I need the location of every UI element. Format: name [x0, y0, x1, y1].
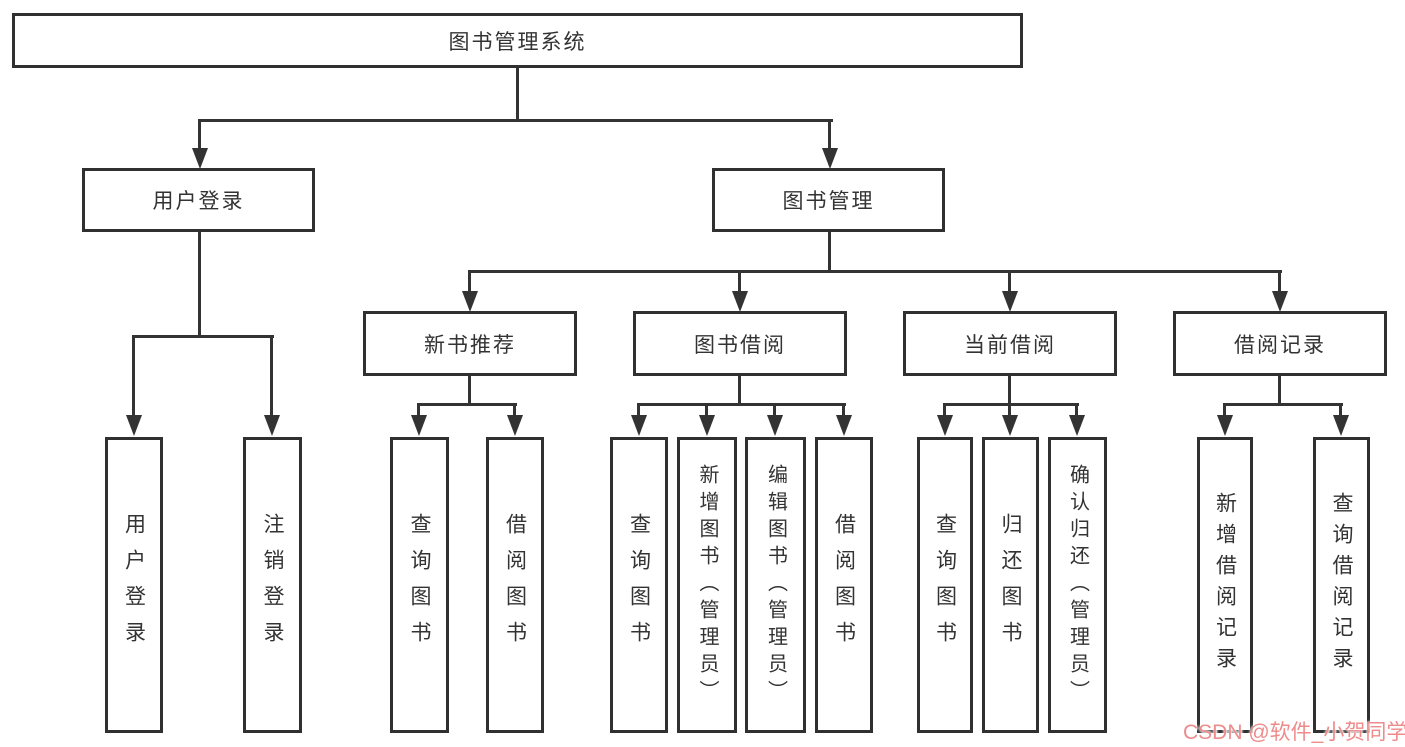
node-new-book-recommend: 新书推荐: [363, 311, 577, 376]
connector-level3-bar: [468, 270, 1282, 273]
connector-bb-shaft-4: [842, 403, 845, 417]
node-bb-edit-book-admin: 编辑图书（管理员）: [745, 437, 806, 733]
node-logout: 注销登录: [243, 437, 302, 733]
connector-login-shaft-2: [270, 335, 273, 417]
connector-level2-right-shaft: [828, 119, 831, 150]
connector-level3-shaft-4: [1278, 270, 1281, 293]
connector-level3-shaft-3: [1008, 270, 1011, 293]
arrowhead-nbr-query-book: [411, 415, 427, 436]
node-bb-query-book-label: 查询图书: [627, 513, 651, 657]
node-new-book-recommend-label: 新书推荐: [424, 333, 516, 357]
node-user-login-branch-label: 用户登录: [152, 190, 245, 213]
connector-nbr-bar: [417, 403, 517, 406]
node-cb-return-book: 归还图书: [982, 437, 1039, 733]
node-library-system: 图书管理系统: [12, 13, 1023, 68]
arrowhead-cb-return-book: [1002, 415, 1018, 436]
connector-root-stem: [516, 68, 519, 120]
arrowhead-br-query-record: [1333, 415, 1349, 436]
arrowhead-current-borrow: [1002, 291, 1018, 312]
arrowhead-new-book-recommend: [462, 291, 478, 312]
node-br-add-record-label: 新增借阅记录: [1213, 492, 1237, 678]
arrowhead-borrow-record: [1272, 291, 1288, 312]
connector-bb-shaft-2: [705, 403, 708, 417]
connector-bb-bar: [637, 403, 846, 406]
connector-bb-shaft-3: [773, 403, 776, 417]
connector-level2-left-shaft: [198, 119, 201, 150]
connector-login-shaft-1: [132, 335, 135, 417]
node-nbr-query-book: 查询图书: [390, 437, 449, 733]
node-library-system-label: 图书管理系统: [448, 30, 587, 54]
node-logout-label: 注销登录: [261, 513, 284, 657]
connector-nbr-stem: [468, 376, 471, 406]
node-book-borrow-label: 图书借阅: [694, 333, 786, 357]
node-bb-query-book: 查询图书: [610, 437, 668, 733]
arrowhead-user-login-branch: [192, 148, 208, 169]
node-cb-confirm-return-admin-label: 确认归还（管理员）: [1066, 463, 1089, 707]
connector-cb-stem: [1008, 376, 1011, 406]
arrowhead-bb-query-book: [631, 415, 647, 436]
connector-level3-shaft-2: [738, 270, 741, 293]
arrowhead-cb-confirm-return: [1069, 415, 1085, 436]
csdn-watermark: CSDN @软件_小贺同学: [1183, 721, 1405, 744]
arrowhead-nbr-borrow-book: [507, 415, 523, 436]
node-nbr-borrow-book: 借阅图书: [486, 437, 544, 733]
node-borrow-record-label: 借阅记录: [1234, 333, 1326, 357]
connector-br-shaft-1: [1223, 403, 1226, 417]
node-user-login: 用户登录: [105, 437, 163, 733]
connector-login-bar: [132, 335, 274, 338]
arrowhead-book-management: [822, 148, 838, 169]
arrowhead-br-add-record: [1217, 415, 1233, 436]
arrowhead-user-login: [126, 415, 142, 436]
node-cb-return-book-label: 归还图书: [999, 513, 1022, 657]
connector-level2-bar: [198, 119, 833, 122]
node-bb-edit-book-admin-label: 编辑图书（管理员）: [764, 463, 787, 707]
arrowhead-book-borrow: [732, 291, 748, 312]
node-bb-borrow-book-label: 借阅图书: [832, 513, 856, 657]
node-br-query-record-label: 查询借阅记录: [1330, 492, 1353, 678]
connector-cb-shaft-1: [943, 403, 946, 417]
connector-br-shaft-2: [1339, 403, 1342, 417]
connector-login-stem: [198, 232, 201, 338]
node-user-login-branch: 用户登录: [82, 168, 315, 232]
connector-br-stem: [1278, 376, 1281, 406]
node-book-management: 图书管理: [712, 168, 945, 232]
connector-bb-shaft-1: [637, 403, 640, 417]
node-nbr-query-book-label: 查询图书: [408, 513, 431, 657]
connector-level3-shaft-1: [468, 270, 471, 293]
arrowhead-bb-edit-book: [767, 415, 783, 436]
node-user-login-label: 用户登录: [122, 513, 146, 657]
node-current-borrow-label: 当前借阅: [964, 333, 1056, 357]
connector-nbr-shaft-1: [417, 403, 420, 417]
arrowhead-logout: [264, 415, 280, 436]
connector-mgmt-stem: [828, 232, 831, 272]
node-borrow-record: 借阅记录: [1173, 311, 1387, 376]
node-cb-query-book: 查询图书: [917, 437, 973, 733]
arrowhead-bb-add-book: [699, 415, 715, 436]
node-bb-add-book-admin: 新增图书（管理员）: [677, 437, 737, 733]
node-br-query-record: 查询借阅记录: [1313, 437, 1370, 733]
arrowhead-cb-query-book: [937, 415, 953, 436]
connector-cb-shaft-3: [1075, 403, 1078, 417]
node-bb-add-book-admin-label: 新增图书（管理员）: [696, 463, 718, 707]
connector-cb-shaft-2: [1008, 403, 1011, 417]
node-br-add-record: 新增借阅记录: [1197, 437, 1253, 733]
arrowhead-bb-borrow-book: [836, 415, 852, 436]
node-book-management-label: 图书管理: [782, 190, 875, 213]
connector-cb-bar: [943, 403, 1079, 406]
node-nbr-borrow-book-label: 借阅图书: [503, 513, 527, 657]
connector-bb-stem: [738, 376, 741, 406]
node-current-borrow: 当前借阅: [903, 311, 1117, 376]
node-bb-borrow-book: 借阅图书: [815, 437, 873, 733]
connector-nbr-shaft-2: [513, 403, 516, 417]
node-book-borrow: 图书借阅: [633, 311, 847, 376]
node-cb-query-book-label: 查询图书: [933, 513, 957, 657]
node-cb-confirm-return-admin: 确认归还（管理员）: [1048, 437, 1107, 733]
connector-br-bar: [1223, 403, 1343, 406]
